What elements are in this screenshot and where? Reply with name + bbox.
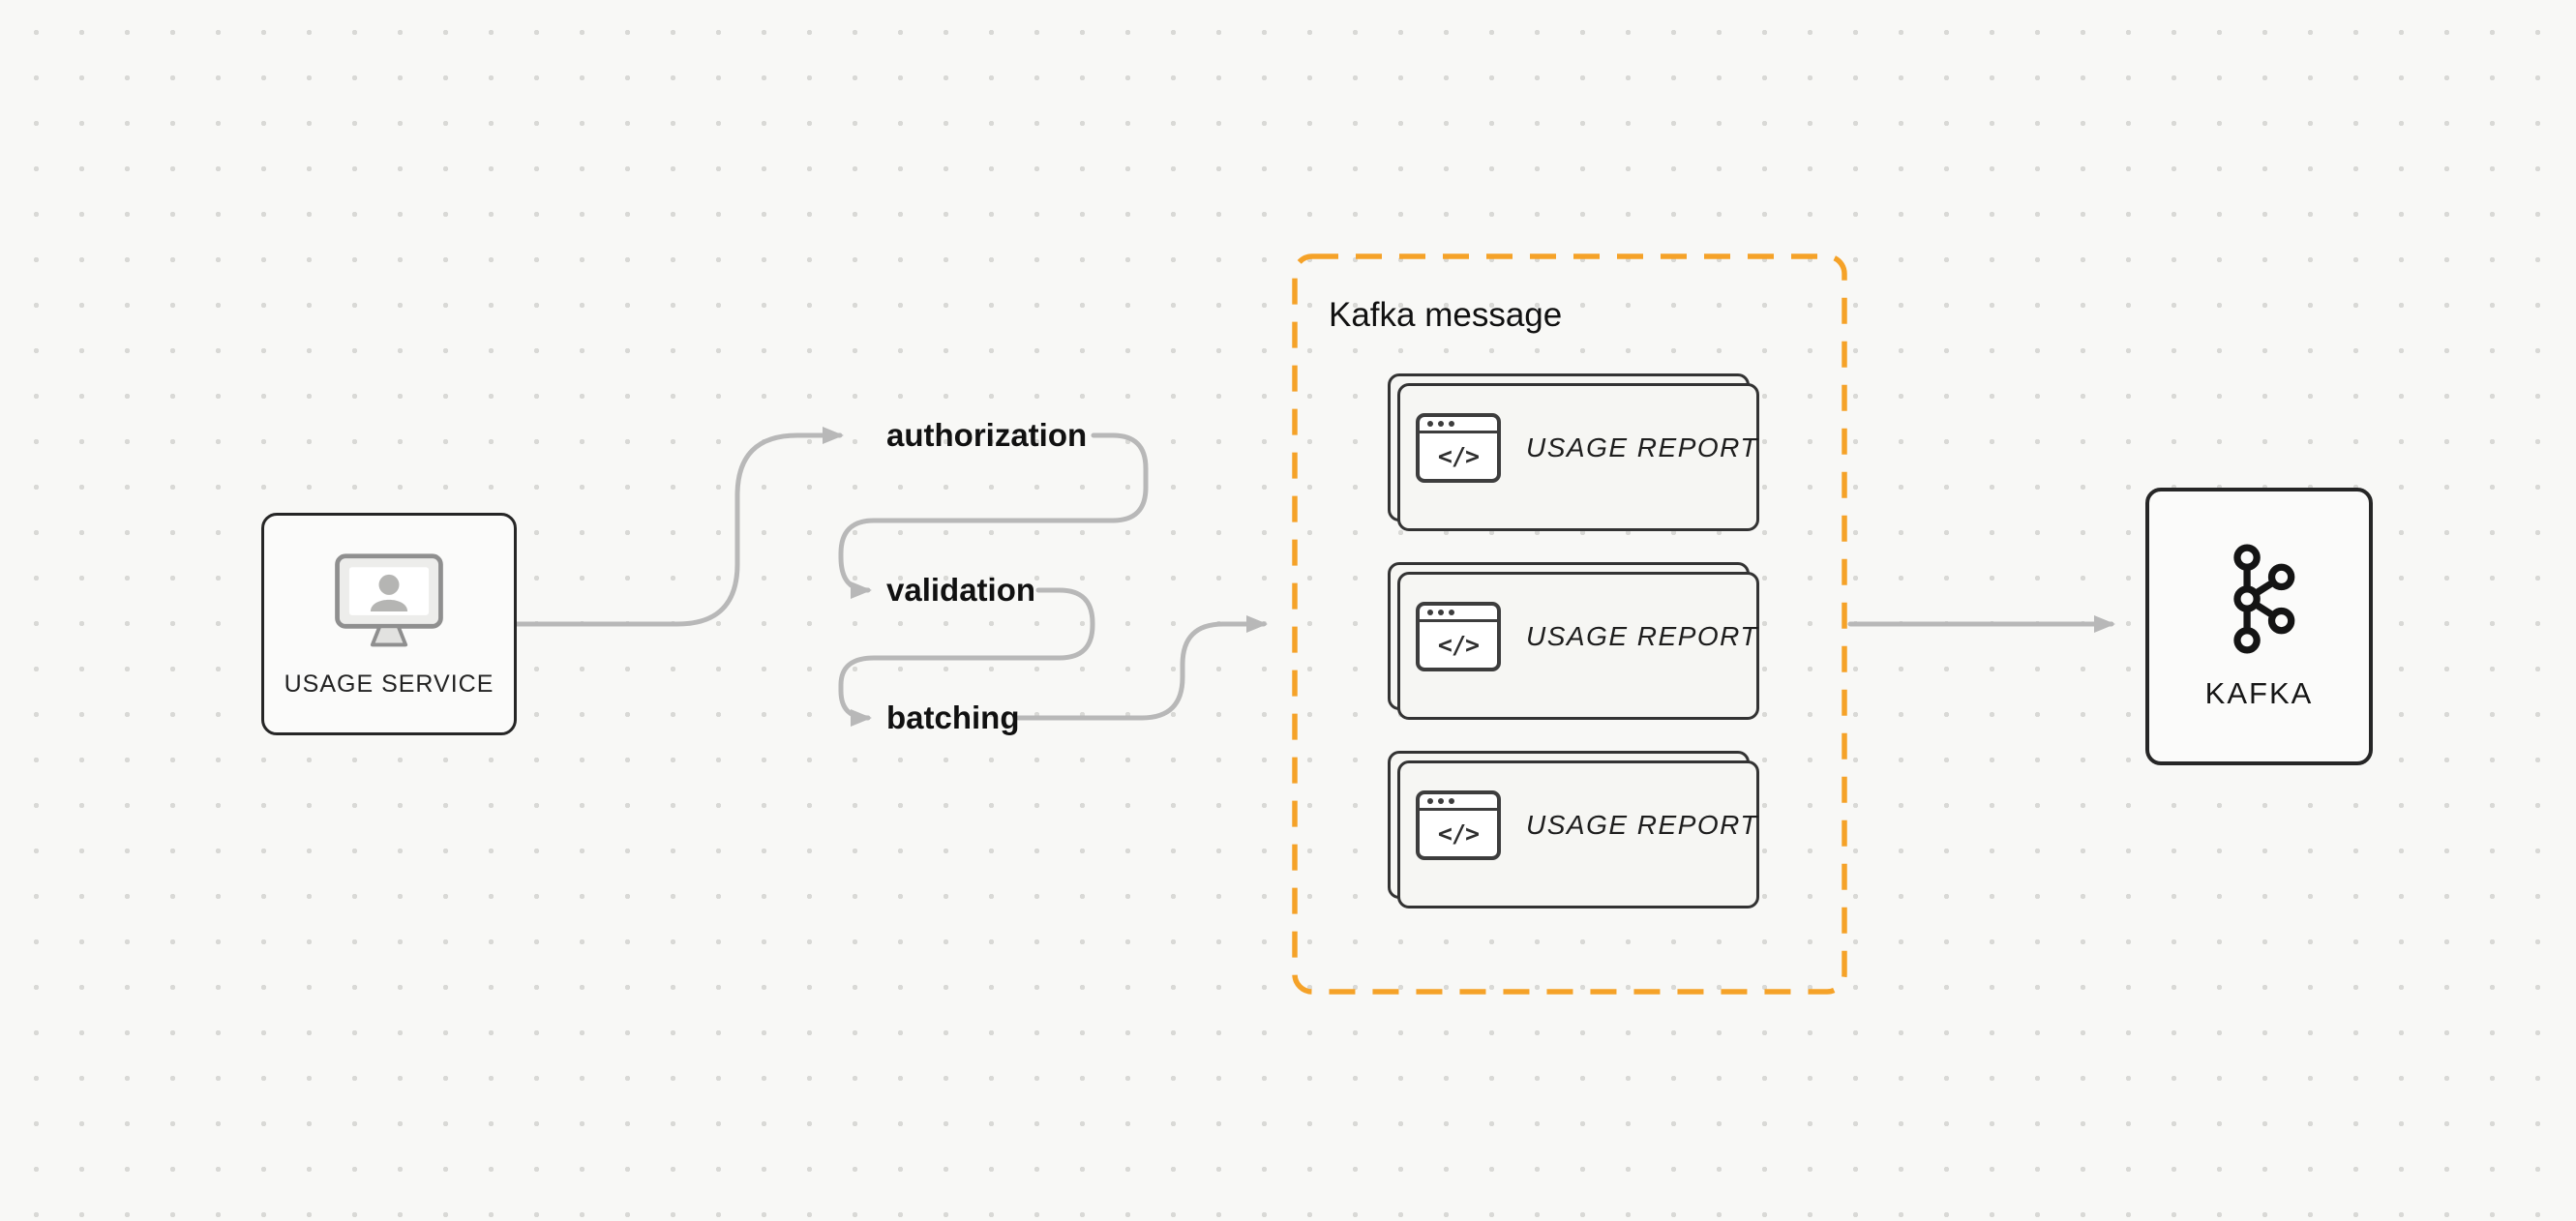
code-glyph: </>	[1437, 819, 1480, 848]
arrow-batching-to-kafka-message	[1015, 615, 1268, 721]
window-bar	[1420, 417, 1497, 433]
usage-report-label: USAGE REPORT	[1526, 432, 1758, 462]
usage-report-card: </> USAGE REPORT	[1388, 751, 1759, 908]
window-dot	[1427, 609, 1433, 615]
window-dot	[1449, 609, 1454, 615]
usage-report-card: </> USAGE REPORT	[1388, 373, 1759, 531]
kafka-message-group: Kafka message </> USAGE REPORT	[1292, 253, 1847, 995]
kafka-label: KAFKA	[2204, 676, 2314, 710]
code-glyph: </>	[1437, 631, 1480, 659]
window-bar	[1420, 794, 1497, 811]
window-dot	[1438, 609, 1444, 615]
code-window-icon: </>	[1416, 601, 1501, 671]
code-window-icon: </>	[1416, 789, 1501, 860]
window-dot	[1427, 797, 1433, 804]
code-glyph: </>	[1437, 442, 1480, 470]
usage-report-label: USAGE REPORT	[1526, 809, 1758, 840]
window-dot	[1438, 797, 1444, 804]
kafka-message-title: Kafka message	[1329, 296, 1563, 334]
step-validation: validation	[886, 572, 1036, 608]
usage-report-label: USAGE REPORT	[1526, 620, 1758, 651]
window-dot	[1438, 420, 1444, 427]
code-window-icon: </>	[1416, 412, 1501, 483]
usage-service-node: USAGE SERVICE	[261, 513, 517, 735]
kafka-logo-icon	[2219, 542, 2300, 661]
window-dot	[1449, 420, 1454, 427]
step-authorization: authorization	[886, 417, 1088, 453]
monitor-user-icon	[328, 551, 450, 659]
usage-service-label: USAGE SERVICE	[284, 670, 494, 698]
arrow-usage-to-authorization	[514, 427, 844, 627]
kafka-node: KAFKA	[2145, 488, 2373, 765]
window-bar	[1420, 606, 1497, 622]
window-dot	[1449, 797, 1454, 804]
arrow-authorization-to-validation	[838, 432, 1149, 599]
step-batching: batching	[886, 700, 1020, 735]
usage-report-card: </> USAGE REPORT	[1388, 562, 1759, 720]
window-dot	[1427, 420, 1433, 427]
dashed-border-icon	[1292, 253, 1847, 995]
